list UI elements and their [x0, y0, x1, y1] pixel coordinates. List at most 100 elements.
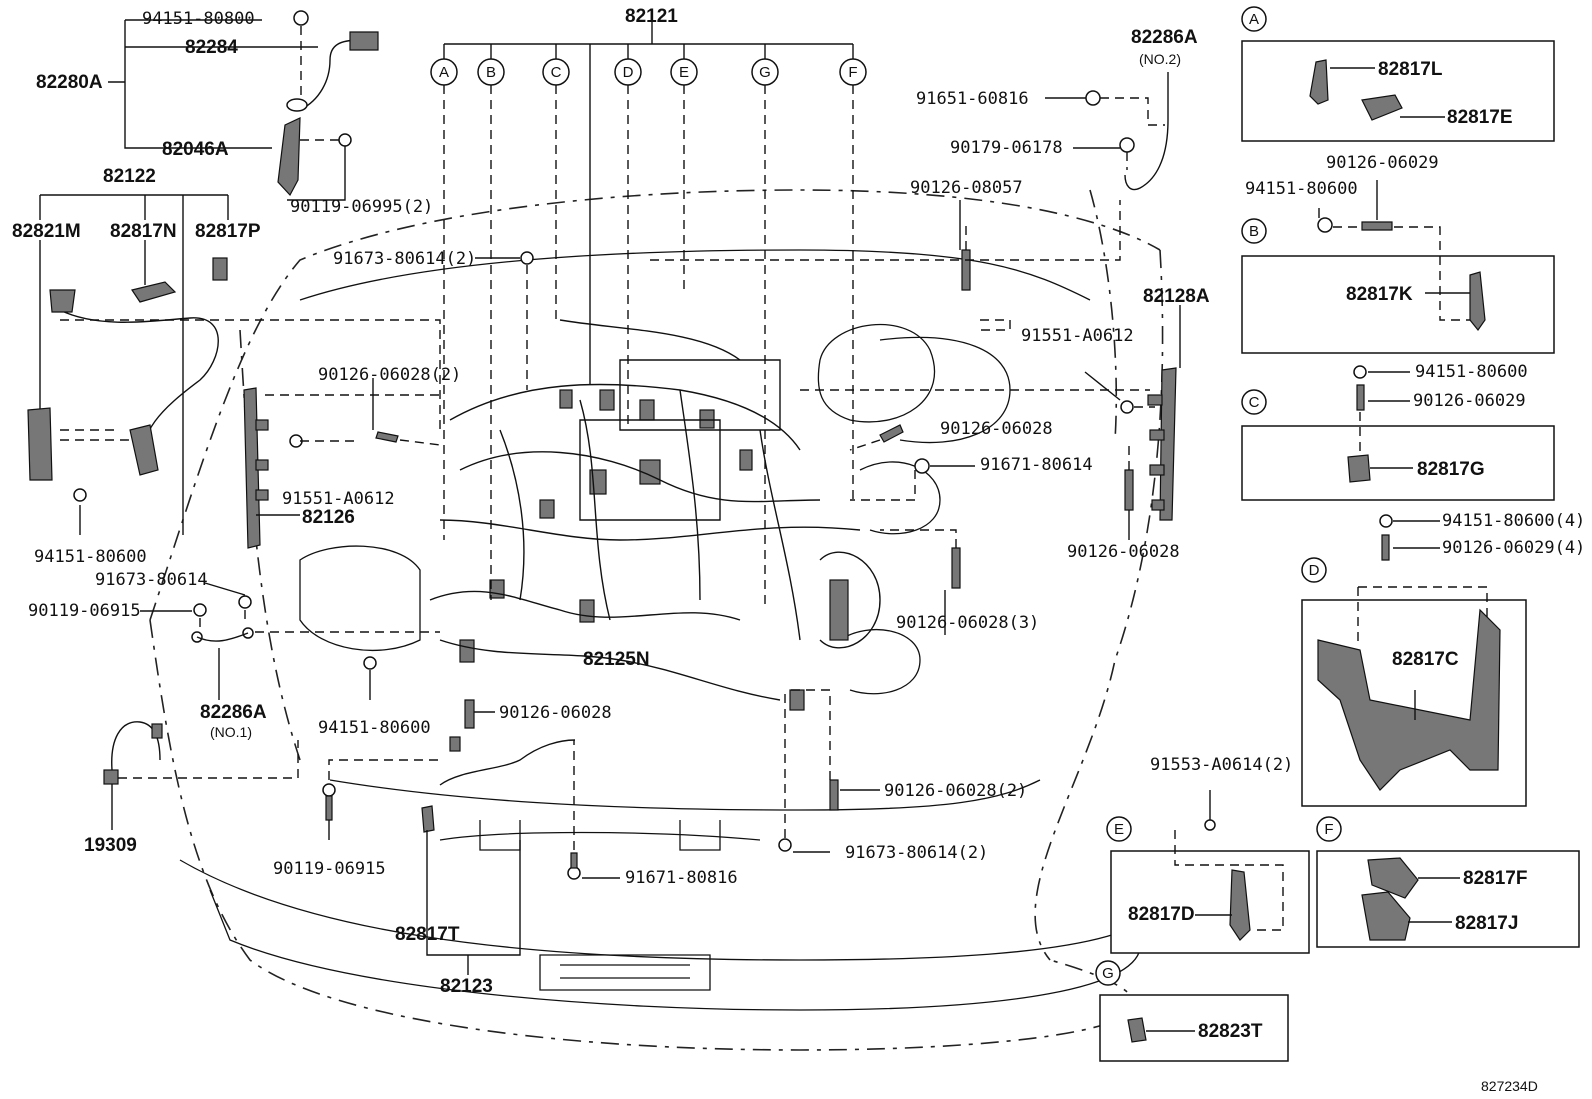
detail-callout-A — [1241, 6, 1267, 32]
detail-callout-D — [1301, 557, 1327, 583]
callout-E — [670, 58, 698, 86]
callout-letter: A — [439, 64, 449, 81]
part-label: (NO.1) — [210, 724, 252, 740]
part-label: 90126-06029(4) — [1442, 538, 1585, 558]
part-label: 82121 — [625, 6, 678, 27]
part-label: 90126-06028(2) — [318, 365, 461, 385]
part-label: 82817L — [1378, 59, 1443, 80]
part-label: 82823T — [1198, 1021, 1263, 1042]
part-label: 82817D — [1128, 904, 1195, 925]
diagram-id: 827234D — [1481, 1078, 1538, 1094]
part-label: 82817F — [1463, 868, 1527, 889]
part-label: 90119-06995(2) — [290, 197, 433, 217]
ground-cable-82286A-no2 — [1045, 72, 1169, 191]
callout-B — [477, 58, 505, 86]
part-label: 91673-80614(2) — [845, 843, 988, 863]
center-fasteners — [322, 200, 1121, 975]
part-label: 94151-80600 — [318, 718, 431, 738]
callout-F — [751, 58, 779, 86]
callout-letter: G — [1102, 965, 1114, 982]
part-label: 90119-06915 — [273, 859, 386, 879]
detail-box-A — [1241, 40, 1555, 142]
part-label: 90126-08057 — [910, 178, 1023, 198]
part-label: 82817N — [110, 221, 177, 242]
part-label: 90126-06028(2) — [884, 781, 1027, 801]
part-label: 90126-06028 — [1067, 542, 1180, 562]
part-label: 82280A — [36, 72, 103, 93]
part-label: 82817P — [195, 221, 261, 242]
part-label: 90126-06029 — [1326, 153, 1439, 173]
callout-letter: B — [1249, 223, 1259, 240]
part-label: 82817G — [1417, 459, 1485, 480]
callout-letter: A — [1249, 11, 1259, 28]
part-label: 91671-80614 — [980, 455, 1093, 475]
callout-letter: C — [1249, 394, 1260, 411]
callout-letter: E — [1114, 821, 1124, 838]
harness-82128A-group — [800, 305, 1181, 540]
callout-letter: G — [759, 64, 771, 81]
part-label: 91553-A0614(2) — [1150, 755, 1293, 775]
part-label: 82128A — [1143, 286, 1210, 307]
detail-callout-G — [1095, 960, 1121, 986]
part-label: 82817T — [395, 924, 460, 945]
part-label: 90126-06028 — [940, 419, 1053, 439]
detail-callout-F — [1316, 816, 1342, 842]
detail-box-B — [1241, 180, 1555, 354]
part-label: 82126 — [302, 507, 355, 528]
callout-circles: A B C D E G F A B C D E F G — [430, 6, 1342, 986]
callout-D — [614, 58, 642, 86]
engine-harness-cluster — [429, 319, 881, 711]
part-label: 82123 — [440, 976, 493, 997]
part-label: 91551-A0612 — [282, 489, 395, 509]
harness-82121-leaders — [443, 20, 854, 610]
part-label: 82817J — [1455, 913, 1518, 934]
part-label: 94151-80800 — [142, 9, 255, 29]
part-label: 82821M — [12, 221, 81, 242]
part-label: 90179-06178 — [950, 138, 1063, 158]
part-labels: 82121 94151-80800 82284 82280A 82046A 90… — [12, 6, 1585, 1094]
harness-82122-group — [27, 194, 441, 535]
battery-cable-group — [108, 10, 379, 201]
callout-letter: D — [1309, 562, 1320, 579]
callout-letter: D — [623, 64, 634, 81]
part-label: 82284 — [185, 37, 238, 58]
part-label: 82286A — [1131, 27, 1198, 48]
detail-box-C — [1241, 365, 1555, 501]
callout-A — [430, 58, 458, 86]
callout-letter: B — [486, 64, 496, 81]
callout-C — [542, 58, 570, 86]
cable-19309 — [103, 721, 299, 830]
part-label: 82286A — [200, 702, 267, 723]
part-label: 94151-80600 — [1245, 179, 1358, 199]
part-label: 82817E — [1447, 107, 1513, 128]
callout-letter: F — [848, 64, 857, 81]
harness-82126-group — [243, 387, 440, 549]
callout-letter: E — [679, 64, 689, 81]
part-label: 90126-06028 — [499, 703, 612, 723]
detail-box-F — [1316, 850, 1580, 948]
detail-callout-E — [1106, 816, 1132, 842]
part-label: 82125N — [583, 649, 650, 670]
part-label: 91673-80614 — [95, 570, 208, 590]
part-label: 91651-60816 — [916, 89, 1029, 109]
callout-letter: C — [551, 64, 562, 81]
detail-box-G — [1099, 994, 1289, 1062]
part-label: 94151-80600(4) — [1442, 511, 1585, 531]
part-label: 94151-80600 — [34, 547, 147, 567]
part-label: 82046A — [162, 139, 229, 160]
part-label: 90126-06029 — [1413, 391, 1526, 411]
part-label: 90119-06915 — [28, 601, 141, 621]
detail-callout-C — [1241, 389, 1267, 415]
part-label: 19309 — [84, 835, 137, 856]
part-label: 90126-06028(3) — [896, 613, 1039, 633]
part-label: (NO.2) — [1139, 51, 1181, 67]
detail-box-D — [1301, 514, 1527, 807]
part-label: 94151-80600 — [1415, 362, 1528, 382]
detail-callout-B — [1241, 218, 1267, 244]
part-label: 82817K — [1346, 284, 1413, 305]
part-label: 91673-80614(2) — [333, 249, 476, 269]
part-label: 82817C — [1392, 649, 1459, 670]
part-label: 82122 — [103, 166, 156, 187]
